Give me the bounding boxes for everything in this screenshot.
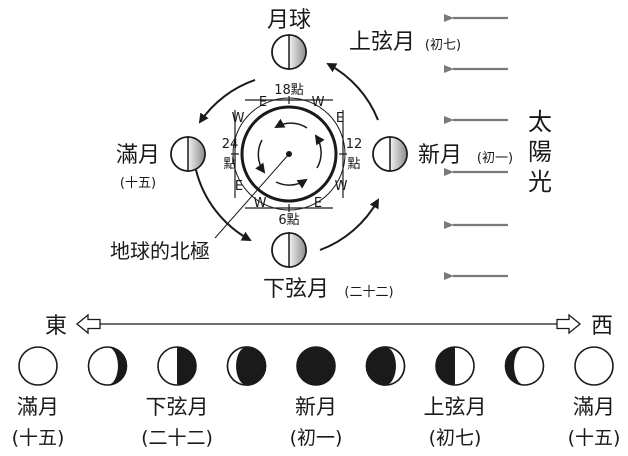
phase-waxing-gibbous-dark (226, 346, 267, 386)
hour-12-unit: 點 (347, 157, 360, 172)
hour-18-label: 18點 (274, 83, 304, 98)
east-arrow-icon (75, 313, 101, 335)
phase-name-label: 新月 (295, 395, 337, 419)
dial-w-bottom: W (254, 196, 267, 211)
last-quarter-day: (二十二) (344, 285, 393, 300)
moon-orbit (195, 63, 379, 251)
new-moon-day: (初一) (477, 151, 513, 166)
phase-first-quarter: 上弦月 (初七) (424, 346, 487, 449)
full-moon-day: (十五) (120, 176, 156, 191)
moon-bottom (271, 232, 307, 268)
sunlight-arrows (444, 14, 508, 280)
last-quarter-label: 下弦月 (263, 277, 329, 302)
phase-full: 滿月 (十五) (568, 346, 621, 449)
dial-w-topleft: W (232, 111, 245, 126)
north-pole-pointer (214, 153, 290, 239)
phase-full: 滿月 (十五) (12, 346, 65, 449)
phase-last-quarter: 下弦月 (二十二) (141, 346, 213, 449)
phase-name-label: 上弦月 (424, 395, 487, 419)
hour-6-label: 6點 (278, 213, 299, 228)
phase-day-label: (二十二) (141, 427, 213, 449)
sunlight-label: 太 陽 光 (528, 108, 552, 196)
new-moon-label: 新月 (418, 143, 462, 168)
rotation-arrow-left (255, 139, 266, 174)
rotation-arrow-bottom (275, 178, 308, 189)
moon-label: 月球 (267, 8, 311, 33)
dial-e-top: E (259, 95, 267, 110)
phase-labels: 月球 上弦月 (初七) 滿月 (十五) 新月 (初一) 下弦月 (二十二) 地球… (110, 8, 513, 302)
earth-dial-labels: 18點 E W W E 24 點 12 點 E W W E 6點 (222, 83, 363, 228)
phase-day-label: (十五) (12, 427, 65, 449)
east-label: 東 (45, 314, 67, 339)
moon-right (372, 136, 408, 172)
north-pole-label: 地球的北極 (110, 239, 210, 263)
hour-24-num: 24 (222, 137, 239, 152)
phase-day-label: (十五) (568, 427, 621, 449)
phase-waxing-crescent-dark (365, 346, 406, 386)
dial-e-bottom: E (314, 196, 322, 211)
phase-name-label: 滿月 (573, 395, 615, 419)
dial-w-bottomright: W (335, 179, 348, 194)
dial-e-topright: E (336, 111, 344, 126)
first-quarter-day: (初七) (425, 38, 461, 53)
west-arrow-icon (556, 313, 582, 335)
dial-e-bottomleft: E (235, 179, 243, 194)
rotation-arrow-top (274, 118, 308, 129)
west-label: 西 (591, 314, 613, 339)
full-moon-label: 滿月 (116, 143, 160, 168)
hour-24-unit: 點 (223, 157, 236, 172)
rotation-arrow-right (314, 134, 325, 169)
sun-char-2: 陽 (528, 138, 552, 166)
hour-12-num: 12 (346, 137, 363, 152)
sun-char-3: 光 (528, 168, 552, 196)
phase-name-label: 滿月 (17, 395, 59, 419)
moon-top (271, 34, 307, 70)
phase-day-label: (初一) (290, 427, 343, 449)
east-west-axis: 東 西 (45, 313, 613, 339)
phase-waxing-gibbous (504, 346, 545, 386)
moon-left (170, 136, 206, 172)
phase-name-label: 下弦月 (146, 395, 209, 419)
phase-waning-crescent (87, 346, 128, 386)
phase-new: 新月 (初一) (290, 346, 343, 449)
phase-day-label: (初七) (429, 427, 482, 449)
orbit-moons (170, 34, 408, 268)
dial-w-top: W (312, 95, 325, 110)
phase-strip: 滿月 (十五) 下弦月 (二十二) 新月 (初一) 上弦月 (初七) 滿月 (十五) (12, 346, 621, 449)
sun-char-1: 太 (528, 108, 552, 136)
first-quarter-label: 上弦月 (349, 30, 415, 55)
